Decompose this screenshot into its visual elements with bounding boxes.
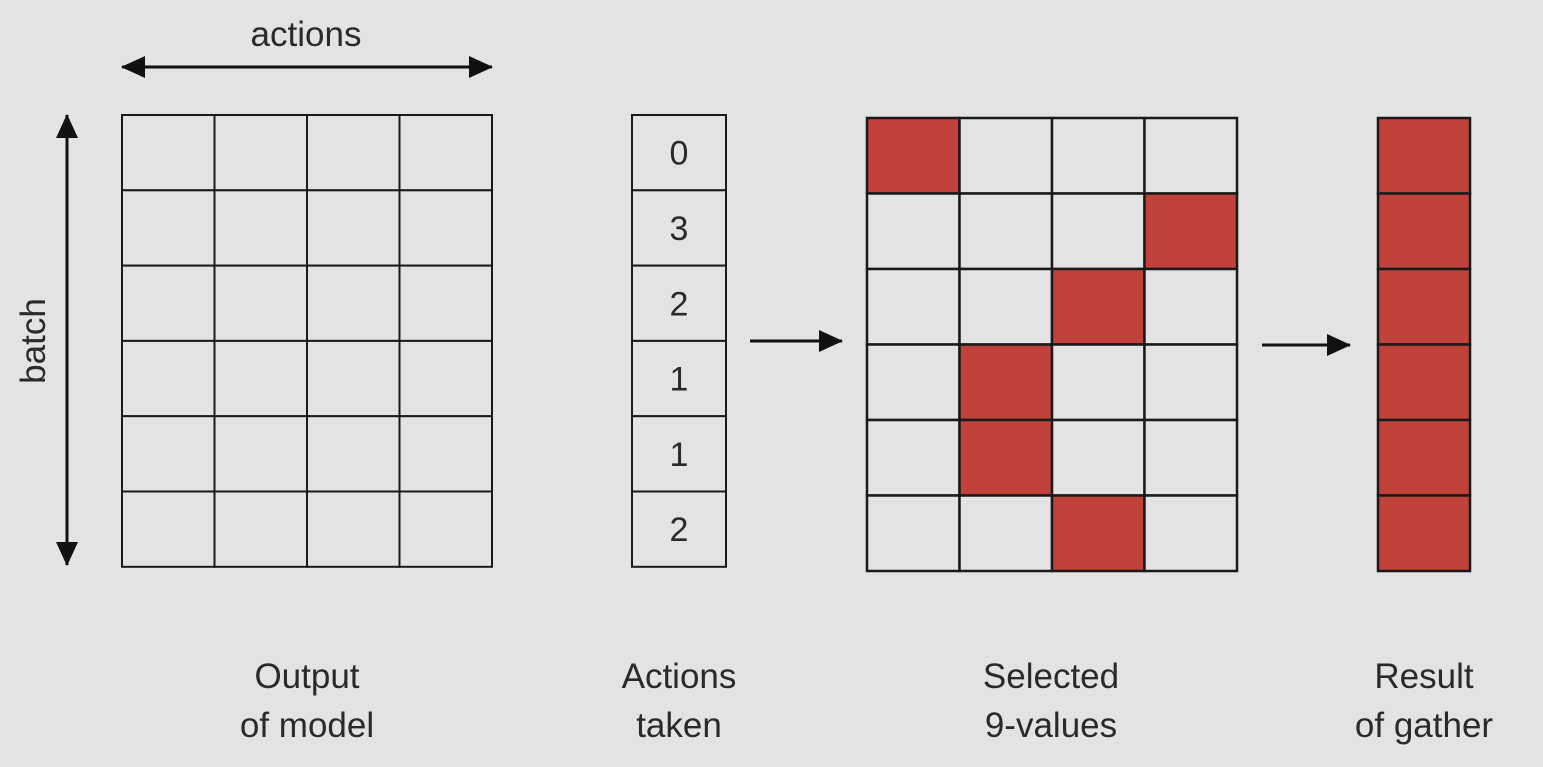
actions-axis-label: actions: [251, 15, 362, 54]
unselected-cell: [1143, 116, 1239, 195]
result-cell: [1376, 494, 1472, 573]
action-value: 1: [670, 436, 689, 474]
output-cell: [398, 189, 493, 267]
unselected-cell: [958, 267, 1054, 346]
output-cell: [213, 264, 308, 342]
action-cell: [631, 264, 727, 342]
result-cell: [1376, 192, 1472, 271]
unselected-cell: [865, 494, 961, 573]
actions-taken-column: 0 3 2 1 1 2: [631, 114, 727, 568]
selected-cell: [865, 116, 961, 195]
result-cell: [1376, 343, 1472, 422]
output-cell: [121, 339, 216, 418]
unselected-cell: [865, 418, 961, 497]
output-cell: [213, 189, 308, 267]
selected-values-grid: [865, 116, 1239, 573]
action-value: 1: [670, 361, 689, 399]
output-cell: [306, 114, 401, 192]
unselected-cell: [865, 343, 961, 422]
output-cell: [306, 339, 401, 418]
result-cell: [1376, 116, 1472, 195]
action-cell: [631, 189, 727, 267]
caption-result-of-gather: Result of gather: [1354, 657, 1494, 745]
unselected-cell: [1050, 418, 1146, 497]
output-model-grid: [121, 114, 493, 568]
unselected-cell: [1050, 116, 1146, 195]
selected-cell: [1050, 494, 1146, 573]
output-cell: [398, 264, 493, 342]
caption-selected-values: Selected 9-values: [982, 657, 1120, 745]
output-cell: [398, 114, 493, 192]
unselected-cell: [1050, 192, 1146, 271]
output-cell: [306, 189, 401, 267]
output-cell: [213, 339, 308, 418]
output-cell: [213, 490, 308, 568]
selected-cell: [1143, 192, 1239, 271]
output-cell: [306, 264, 401, 342]
unselected-cell: [958, 116, 1054, 195]
result-cell: [1376, 418, 1472, 497]
output-cell: [306, 490, 401, 568]
unselected-cell: [1143, 418, 1239, 497]
unselected-cell: [865, 267, 961, 346]
output-cell: [121, 264, 216, 342]
unselected-cell: [1143, 267, 1239, 346]
caption-output-of-model: Output of model: [239, 657, 375, 745]
output-cell: [121, 415, 216, 493]
unselected-cell: [1143, 343, 1239, 422]
action-value: 2: [670, 285, 689, 323]
action-value: 2: [670, 511, 689, 549]
output-cell: [213, 415, 308, 493]
output-cell: [306, 415, 401, 493]
output-cell: [398, 339, 493, 418]
action-cell: [631, 114, 727, 192]
output-cell: [398, 490, 493, 568]
result-gather-column: [1376, 116, 1472, 573]
action-value: 3: [670, 210, 689, 248]
action-cell: [631, 415, 727, 493]
unselected-cell: [1050, 343, 1146, 422]
caption-actions-taken: Actions taken: [621, 657, 737, 745]
result-cell: [1376, 267, 1472, 346]
unselected-cell: [865, 192, 961, 271]
output-cell: [121, 114, 216, 192]
output-cell: [213, 114, 308, 192]
output-cell: [121, 490, 216, 568]
action-cell: [631, 490, 727, 568]
selected-cell: [958, 343, 1054, 422]
unselected-cell: [958, 192, 1054, 271]
batch-axis-label: batch: [14, 298, 53, 384]
selected-cell: [958, 418, 1054, 497]
selected-cell: [1050, 267, 1146, 346]
unselected-cell: [1143, 494, 1239, 573]
output-cell: [121, 189, 216, 267]
action-cell: [631, 339, 727, 418]
action-value: 0: [670, 135, 689, 173]
output-cell: [398, 415, 493, 493]
unselected-cell: [958, 494, 1054, 573]
